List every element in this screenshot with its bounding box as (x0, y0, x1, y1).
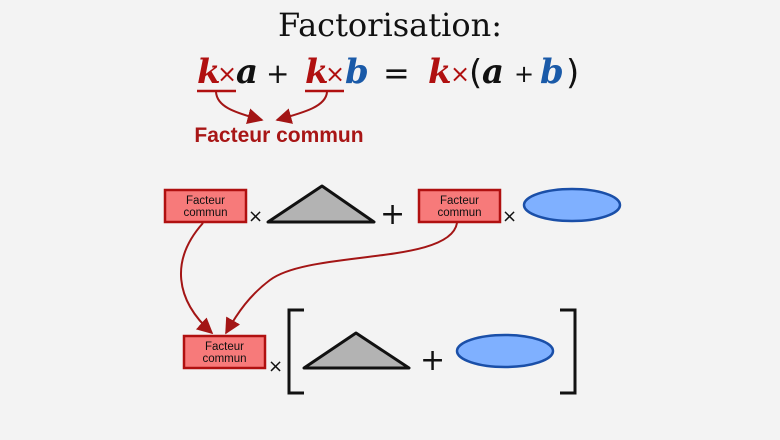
eq-plus-1: + (266, 57, 289, 90)
eq-k-1: k (197, 52, 221, 92)
eq-lparen: ( (469, 53, 482, 93)
eq-plus-2: + (514, 60, 534, 88)
top-row: Facteur commun × + Facteur commun × (163, 184, 622, 232)
common-factor-label: Facteur commun (194, 124, 363, 147)
eq-a-1: a (236, 52, 258, 92)
factor-box-bottom (182, 334, 267, 370)
eq-b-1: b (345, 52, 369, 92)
bracket-right (560, 308, 577, 395)
eq-equals: = (383, 54, 410, 92)
eq-a-2: a (482, 52, 504, 92)
eq-times-2: × (325, 60, 345, 88)
triangle-bottom (302, 331, 411, 370)
factor-box-top-left-line1: Facteur (186, 195, 225, 207)
factor-box-top-left-line2: commun (183, 207, 227, 219)
eq-rparen: ) (566, 53, 579, 93)
arrow-eq-left (215, 91, 264, 125)
factor-box-top-right-line2: commun (437, 207, 481, 219)
triangle-top (266, 184, 376, 224)
bottom-row: Facteur commun × + (182, 308, 577, 395)
arrow-box-left (180, 222, 214, 335)
factor-box-bottom-line2: commun (202, 353, 246, 365)
eq-times-3: × (450, 60, 470, 88)
arrow-eq-right (275, 91, 328, 124)
times-top-2: × (502, 206, 517, 227)
eq-k-3: k (428, 52, 452, 92)
factor-box-top-right (417, 188, 502, 224)
plus-bottom: + (420, 343, 445, 378)
equation: k × a + k × b = k × ( a + b ) (197, 52, 579, 93)
factor-box-top-right-line1: Facteur (440, 195, 479, 207)
eq-k-2: k (305, 52, 329, 92)
bracket-left (287, 308, 304, 395)
times-top-1: × (248, 206, 263, 227)
ellipse-top (522, 187, 622, 223)
factor-box-top-left (163, 188, 248, 224)
eq-b-2: b (540, 52, 564, 92)
plus-top: + (380, 197, 405, 232)
arrow-box-right (225, 222, 458, 335)
factor-box-bottom-line1: Facteur (205, 341, 244, 353)
eq-times-1: × (217, 60, 237, 88)
times-bottom: × (268, 356, 283, 377)
page-title: Factorisation: (278, 6, 502, 44)
ellipse-bottom (455, 333, 555, 369)
